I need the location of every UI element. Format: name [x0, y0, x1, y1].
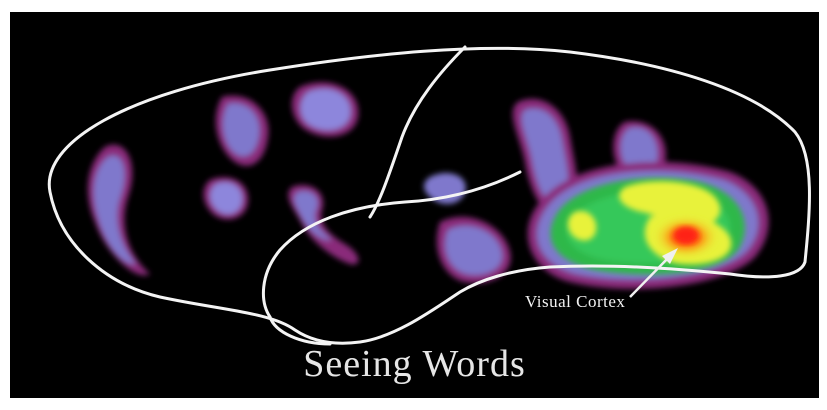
figure-caption: Seeing Words — [10, 342, 819, 386]
visual-cortex-label: Visual Cortex — [525, 292, 625, 312]
brain-scan-panel: Visual Cortex Seeing Words — [10, 12, 819, 398]
brain-scan-image — [10, 12, 819, 398]
peak-activation-region — [652, 215, 720, 259]
